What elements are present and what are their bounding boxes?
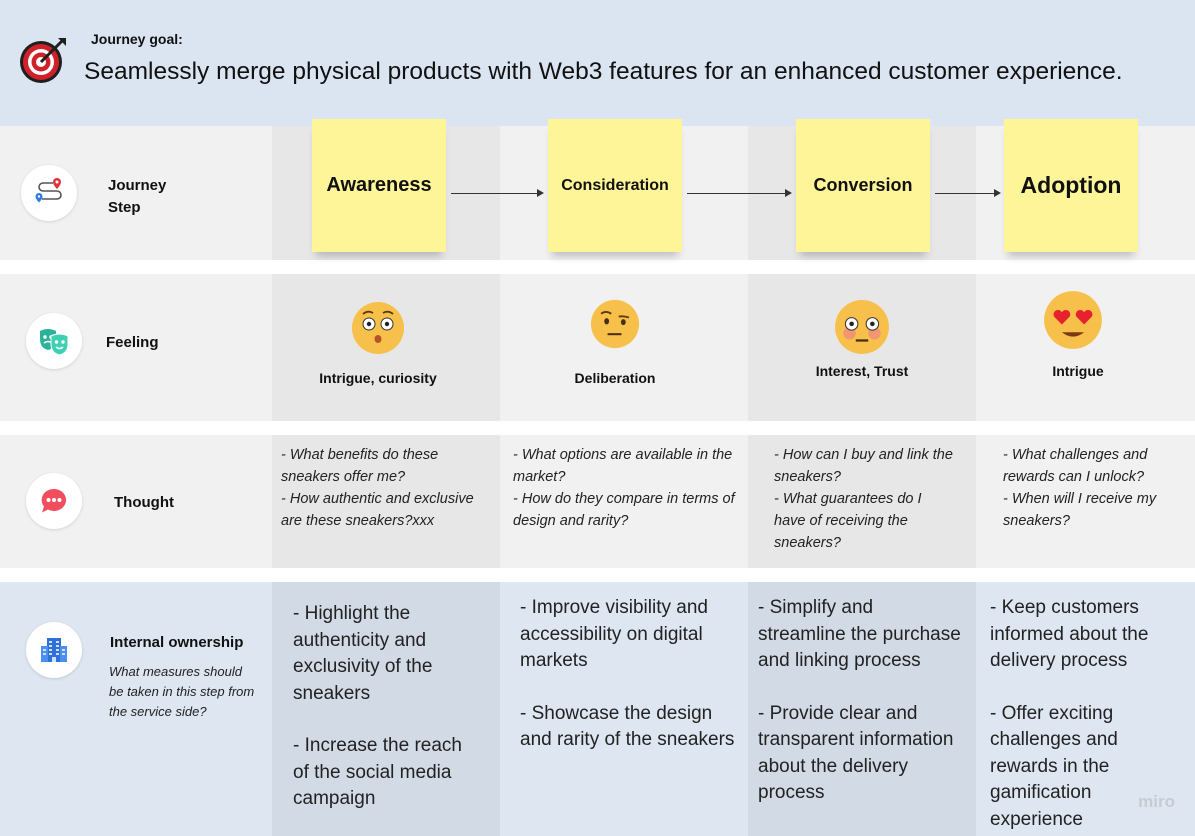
row-separator xyxy=(0,421,1195,435)
ownership-item: - Keep customers informed about the deli… xyxy=(990,597,1149,671)
thought-line: - What guarantees do I have of receiving… xyxy=(774,491,922,551)
surprised-face-icon xyxy=(351,301,405,355)
heart-eyes-face-icon xyxy=(1043,290,1103,350)
column-shade xyxy=(748,435,976,568)
thought-text: - What challenges and rewards can I unlo… xyxy=(1003,444,1185,532)
thought-text: - How can I buy and link the sneakers? -… xyxy=(774,444,954,554)
ownership-item: - Increase the reach of the social media… xyxy=(293,735,462,809)
ownership-item: - Offer exciting challenges and rewards … xyxy=(990,702,1118,830)
ownership-item: - Simplify and streamline the purchase a… xyxy=(758,597,961,671)
ownership-text: - Improve visibility and accessibility o… xyxy=(520,595,735,754)
journey-step-label: Journey Step xyxy=(108,177,167,216)
thought-line: - What options are available in the mark… xyxy=(513,447,733,485)
ownership-label: Internal ownership xyxy=(110,634,244,651)
thought-line: - What challenges and rewards can I unlo… xyxy=(1003,447,1148,485)
ownership-item: - Improve visibility and accessibility o… xyxy=(520,597,708,671)
ownership-item: - Highlight the authenticity and exclusi… xyxy=(293,603,433,704)
flow-arrow xyxy=(687,193,785,194)
arrow-head-icon xyxy=(994,189,1001,197)
miro-watermark: miro xyxy=(1138,792,1175,811)
raised-eyebrow-face-icon xyxy=(590,299,640,349)
thought-text: - What options are available in the mark… xyxy=(513,444,735,532)
thought-line: - When will I receive my sneakers? xyxy=(1003,491,1157,529)
route-map-icon xyxy=(21,165,77,221)
column-shade xyxy=(272,582,500,836)
ownership-row xyxy=(0,582,1195,836)
column-shade xyxy=(272,435,500,568)
feeling-text: Intrigue xyxy=(1052,363,1104,379)
step-label: Conversion xyxy=(813,175,913,195)
sticky-note-adoption[interactable]: Adoption xyxy=(1004,119,1138,252)
flushed-face-icon xyxy=(834,299,890,355)
chat-bubble-icon xyxy=(26,473,82,529)
ownership-text: - Highlight the authenticity and exclusi… xyxy=(293,601,483,813)
feeling-row xyxy=(0,274,1195,421)
feeling-text: Interest, Trust xyxy=(815,363,909,379)
step-label: Consideration xyxy=(561,176,669,194)
ownership-text: - Keep customers informed about the deli… xyxy=(990,595,1170,833)
thought-line: - How do they compare in terms of design… xyxy=(513,491,735,529)
sticky-note-awareness[interactable]: Awareness xyxy=(312,119,446,252)
row-separator xyxy=(0,260,1195,274)
sticky-note-conversion[interactable]: Conversion xyxy=(796,119,930,252)
journey-goal-label: Journey goal: xyxy=(91,31,183,47)
journey-goal-text: Seamlessly merge physical products with … xyxy=(84,58,1123,85)
journey-goal-header xyxy=(0,0,1195,126)
flow-arrow xyxy=(451,193,537,194)
target-icon xyxy=(18,36,68,86)
ownership-item: - Showcase the design and rarity of the … xyxy=(520,702,735,751)
thought-line: - What benefits do these sneakers offer … xyxy=(281,447,439,485)
step-label: Adoption xyxy=(1020,172,1122,198)
ownership-sublabel: What measures should be taken in this st… xyxy=(109,664,255,719)
feeling-text: Deliberation xyxy=(574,370,656,386)
arrow-head-icon xyxy=(537,189,544,197)
ownership-text: - Simplify and streamline the purchase a… xyxy=(758,595,963,807)
row-separator xyxy=(0,568,1195,582)
sticky-note-consideration[interactable]: Consideration xyxy=(548,119,682,252)
office-building-icon xyxy=(26,622,82,678)
ownership-item: - Provide clear and transparent informat… xyxy=(758,702,954,804)
step-label: Awareness xyxy=(326,174,432,196)
theater-masks-icon xyxy=(26,313,82,369)
thought-text: - What benefits do these sneakers offer … xyxy=(281,444,493,532)
feeling-text: Intrigue, curiosity xyxy=(319,370,437,386)
column-shade xyxy=(748,582,976,836)
thought-line: - How authentic and exclusive are these … xyxy=(281,491,474,529)
feeling-label: Feeling xyxy=(106,334,159,351)
thought-row xyxy=(0,435,1195,568)
thought-label: Thought xyxy=(114,494,174,511)
flow-arrow xyxy=(935,193,994,194)
thought-line: - How can I buy and link the sneakers? xyxy=(774,447,953,485)
arrow-head-icon xyxy=(785,189,792,197)
